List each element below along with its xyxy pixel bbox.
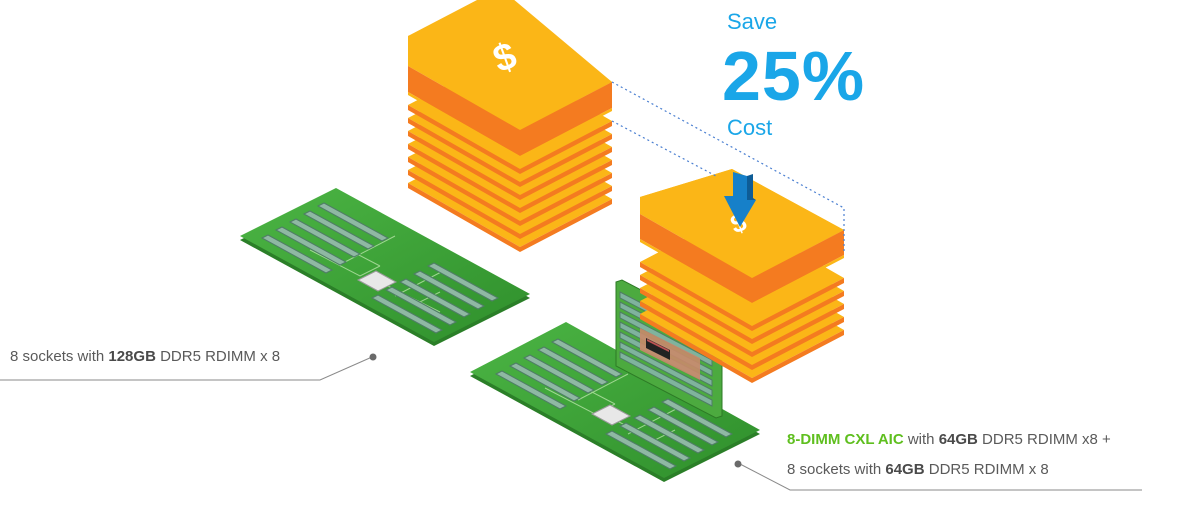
left-caption-suffix: DDR5 RDIMM x 8 [155,348,281,365]
right-caption-line1-suffix: DDR5 RDIMM x8 + [977,431,1111,448]
right-cpu [590,404,632,426]
right-caption-socket-capacity: 64GB [885,461,925,478]
right-config-caption-line2: 8 sockets with 64GB DDR5 RDIMM x 8 [787,461,1049,478]
left-caption-capacity: 128GB [108,348,156,365]
right-caption-line2-prefix: 8 sockets with [787,461,886,478]
cxl-product-name: 8-DIMM CXL AIC [787,431,904,448]
down-arrow-icon [724,172,756,227]
right-dimm-group-a [494,338,624,410]
left-leader-dot [369,353,377,361]
left-config-caption: 8 sockets with 128GB DDR5 RDIMM x 8 [10,348,280,365]
right-motherboard [470,322,760,482]
savings-percent: 25% [722,37,866,115]
save-label: Save [727,9,778,34]
left-cpu [356,270,398,292]
right-caption-line2-suffix: DDR5 RDIMM x 8 [924,461,1049,478]
coin-layers-left [408,0,612,252]
cxl-chip-icon [646,338,670,360]
left-dimm-group-a [260,202,390,274]
caption-leaders [0,356,1142,491]
right-dimm-group-b [604,398,734,470]
left-dimm-group-b [370,262,500,334]
right-caption-with: with [903,431,939,448]
right-config-caption-line1: 8-DIMM CXL AIC with 64GB DDR5 RDIMM x8 + [787,431,1111,448]
right-caption-aic-capacity: 64GB [938,431,978,448]
right-leader-dot [734,460,742,468]
cost-label: Cost [727,115,773,140]
left-motherboard [240,188,530,346]
left-coin-stack: $ [408,0,612,252]
left-caption-prefix: 8 sockets with [10,348,109,365]
